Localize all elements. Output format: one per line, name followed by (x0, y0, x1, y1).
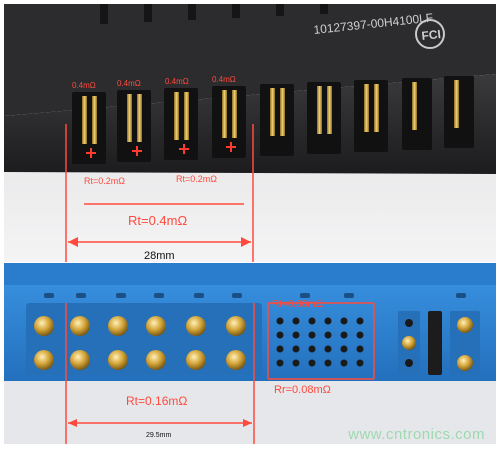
contact-pins (72, 76, 474, 164)
bottom-dimension-label: 29.5mm (146, 432, 171, 439)
bottom-connector-svg: Rt=0.08mΩ Rr=0.08mΩ Rt=0.16mΩ 29.5mm (4, 263, 496, 444)
site-watermark: www.cntronics.com (348, 426, 485, 443)
group-label-1: Rt=0.2mΩ (84, 176, 125, 186)
bottom-connector-photo: Rt=0.08mΩ Rr=0.08mΩ Rt=0.16mΩ 29.5mm (4, 263, 496, 444)
measure-guides (65, 124, 254, 262)
pin-resistance-1: 0.4mΩ (72, 81, 96, 90)
connector-top-face (4, 4, 496, 116)
connector-base (4, 381, 496, 444)
signal-resistance-top: Rt=0.08mΩ (272, 299, 324, 310)
measure-guides (65, 302, 375, 444)
top-dimension-label: 28mm (144, 250, 175, 262)
group-label-2: Rt=0.2mΩ (176, 174, 217, 184)
pin-resistance-2: 0.4mΩ (117, 79, 141, 88)
dimension-arrow (68, 419, 252, 427)
signal-pin-grid (276, 317, 364, 367)
top-total-resistance: Rt=0.4mΩ (128, 213, 187, 228)
header-slots (100, 4, 328, 24)
top-rail-slots (44, 293, 466, 298)
right-side-contacts (398, 311, 480, 375)
top-connector-photo: 10127397-00H4100LF FCI 0.4mΩ 0.4mΩ 0.4mΩ… (4, 4, 496, 262)
pin-resistance-4: 0.4mΩ (212, 75, 236, 84)
pin-resistance-3: 0.4mΩ (165, 77, 189, 86)
plus-markers (86, 142, 236, 158)
power-contacts (26, 303, 262, 375)
housing-top-rail (4, 263, 496, 285)
signal-resistance-bottom: Rr=0.08mΩ (274, 384, 331, 396)
top-connector-svg: 10127397-00H4100LF FCI 0.4mΩ 0.4mΩ 0.4mΩ… (4, 4, 496, 262)
brand-logo-text: FCI (421, 27, 442, 43)
fci-logo (415, 19, 445, 49)
dimension-arrow (68, 237, 251, 247)
bottom-total-resistance: Rt=0.16mΩ (126, 394, 187, 408)
